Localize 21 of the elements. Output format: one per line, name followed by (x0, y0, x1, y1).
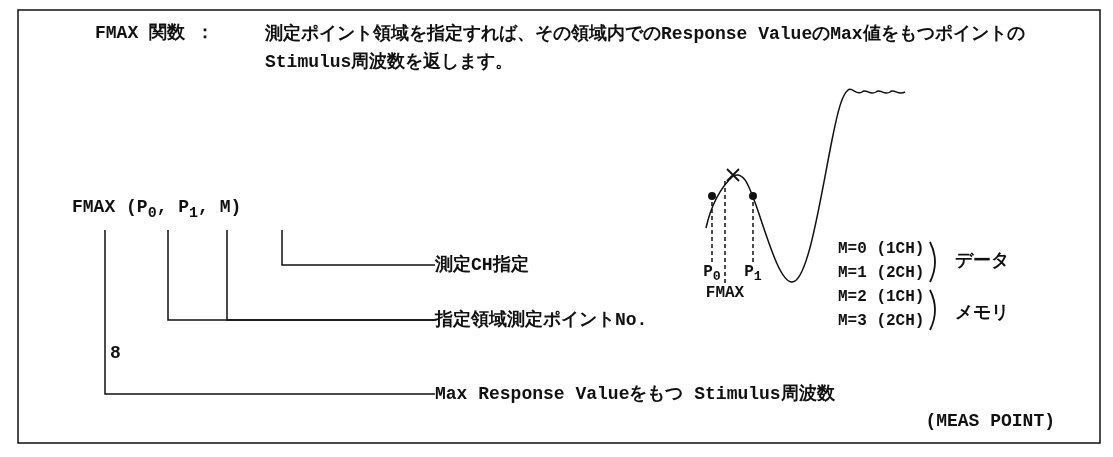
mode-label: M=0 (1CH) (838, 239, 925, 260)
leader-line (281, 229, 436, 266)
note-text: Max Response Valueをもつ Stimulus周波数 (435, 383, 836, 406)
leader-line (104, 229, 436, 395)
mode-label: M=3 (2CH) (838, 311, 925, 332)
leader-line (226, 229, 436, 321)
mode-label: M=1 (2CH) (838, 263, 925, 284)
mode-label: データ (955, 250, 1009, 273)
syntax-text: FMAX (P$_{0}$, P$_{1}$, M) (72, 194, 284, 227)
description-text: 測定ポイント領域を指定すれば、その領域内でのResponse ValueのMax値をもつポイントのStimulus周波数を返します。 (265, 22, 1026, 74)
note-text: (MEAS POINT) (924, 410, 1055, 433)
dashed-leader-line (749, 192, 757, 263)
dashed-leader-line (708, 192, 716, 263)
leader-note: 測定CH指定 (435, 252, 545, 279)
note-number: 8 (110, 342, 121, 365)
dashed-leader-line (724, 180, 726, 284)
peak-label: FMAX (700, 283, 750, 303)
heading-text: FMAX 関数 ： (95, 22, 214, 45)
mode-label: メモリ (955, 302, 1009, 325)
mode-label: M=2 (1CH) (838, 287, 925, 308)
leader-note: 指定領域測定ポイントNo. (435, 307, 665, 334)
